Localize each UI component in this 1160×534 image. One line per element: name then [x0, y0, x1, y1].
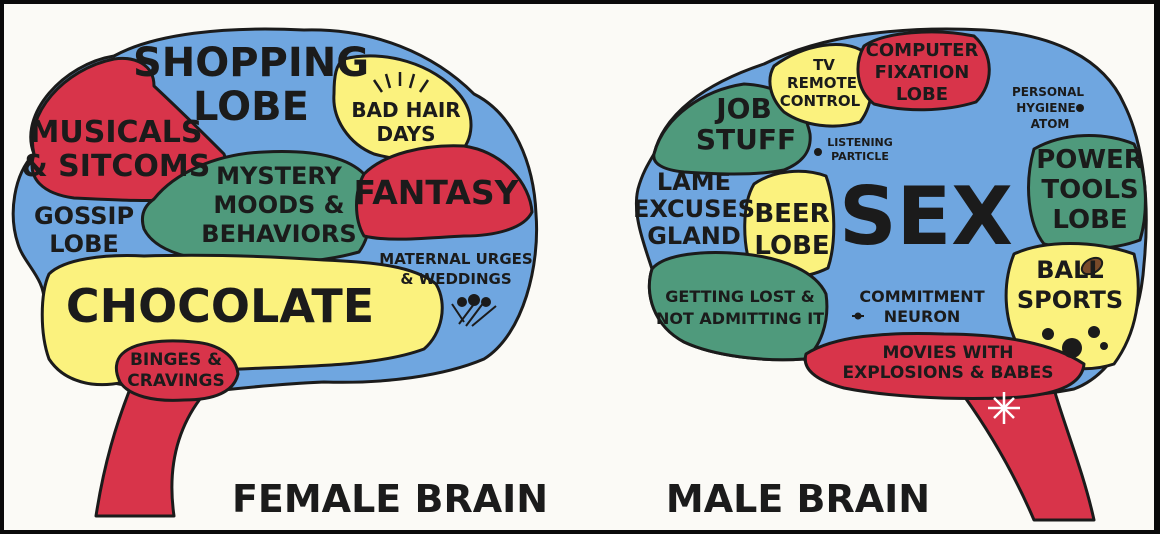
label-job-2: STUFF	[696, 123, 796, 156]
label-shopping-2: LOBE	[193, 84, 309, 130]
region-beer-lobe	[743, 169, 836, 279]
region-musicals-sitcoms	[30, 56, 229, 203]
label-binges-1: BINGES &	[130, 350, 222, 370]
label-badhair-2: DAYS	[376, 122, 435, 146]
label-commitment-1: COMMITMENT	[859, 287, 984, 306]
region-movies	[803, 332, 1086, 401]
label-lame-2: EXCUSES	[633, 195, 755, 223]
label-maternal-1: MATERNAL URGES	[379, 250, 532, 268]
region-tv-remote	[768, 42, 874, 128]
region-computer-fixation	[856, 30, 991, 112]
label-job-1: JOB	[714, 92, 772, 125]
label-movies-2: EXPLOSIONS & BABES	[843, 363, 1054, 383]
male-brain-stem	[962, 387, 1096, 522]
hygiene-atom-icon	[1076, 104, 1084, 112]
brain-comparison-illustration: SHOPPING LOBE MUSICALS & SITCOMS BAD HAI…	[11, 27, 1148, 522]
region-mystery-moods	[140, 150, 373, 266]
label-power-3: LOBE	[1052, 205, 1127, 235]
female-brain-caption: FEMALE BRAIN	[232, 477, 548, 521]
region-getting-lost	[647, 251, 829, 362]
label-lame-1: LAME	[657, 168, 731, 196]
label-ball-2: SPORTS	[1017, 286, 1123, 314]
female-brain: SHOPPING LOBE MUSICALS & SITCOMS BAD HAI…	[11, 27, 548, 521]
label-ball-1: BALL	[1036, 256, 1103, 284]
label-mystery-1: MYSTERY	[216, 162, 342, 190]
region-binges-cravings	[114, 339, 240, 402]
female-brain-stem	[94, 382, 202, 518]
region-job-stuff	[652, 82, 812, 176]
label-tv-2: REMOTE	[787, 74, 857, 92]
label-lost-1: GETTING LOST &	[665, 287, 815, 306]
label-hygiene-2: HYGIENE	[1016, 101, 1075, 115]
label-gossip-1: GOSSIP	[34, 202, 134, 230]
label-hygiene-1: PERSONAL	[1012, 85, 1084, 99]
label-hygiene-3: ATOM	[1031, 117, 1070, 131]
label-musicals-2: & SITCOMS	[22, 149, 211, 184]
explosion-icon	[988, 392, 1020, 424]
label-musicals-1: MUSICALS	[30, 115, 203, 150]
label-computer-3: LOBE	[896, 84, 948, 105]
label-badhair-1: BAD HAIR	[351, 98, 460, 122]
label-lost-2: NOT ADMITTING IT	[656, 309, 824, 328]
region-power-tools	[1027, 134, 1147, 251]
label-tv-3: CONTROL	[780, 92, 861, 110]
commitment-neuron-icon	[852, 312, 864, 320]
label-lame-3: GLAND	[647, 222, 741, 250]
label-gossip-2: LOBE	[49, 230, 119, 258]
football-icon	[1080, 256, 1104, 276]
label-movies-1: MOVIES WITH	[882, 343, 1013, 363]
label-mystery-2: MOODS &	[213, 191, 344, 219]
bad-hair-rays-icon	[372, 72, 430, 93]
illustration-frame: SHOPPING LOBE MUSICALS & SITCOMS BAD HAI…	[4, 4, 1154, 530]
label-mystery-3: BEHAVIORS	[201, 220, 356, 248]
label-beer-2: LOBE	[754, 231, 829, 261]
region-ball-sports	[1004, 242, 1140, 371]
label-power-2: TOOLS	[1041, 175, 1138, 205]
label-listening-2: PARTICLE	[831, 150, 889, 163]
wedding-bouquet-icon	[451, 294, 497, 327]
balls-icon	[1042, 326, 1108, 358]
region-fantasy	[355, 144, 534, 241]
label-listening-1: LISTENING	[827, 136, 893, 149]
label-fantasy: FANTASY	[353, 173, 519, 212]
label-commitment-2: NEURON	[884, 307, 961, 326]
label-tv-1: TV	[813, 56, 835, 74]
male-brain-caption: MALE BRAIN	[666, 477, 930, 521]
label-shopping-1: SHOPPING	[133, 40, 369, 86]
label-computer-1: COMPUTER	[866, 40, 979, 61]
label-power-1: POWER	[1036, 145, 1144, 175]
label-beer-1: BEER	[754, 199, 829, 229]
label-computer-2: FIXATION	[875, 62, 970, 83]
label-chocolate: CHOCOLATE	[66, 279, 374, 333]
listening-particle-icon	[814, 148, 822, 156]
label-maternal-2: & WEDDINGS	[400, 270, 511, 288]
label-sex: SEX	[839, 170, 1013, 263]
male-brain: TV REMOTE CONTROL COMPUTER FIXATION LOBE…	[633, 27, 1148, 522]
label-binges-2: CRAVINGS	[127, 371, 224, 391]
